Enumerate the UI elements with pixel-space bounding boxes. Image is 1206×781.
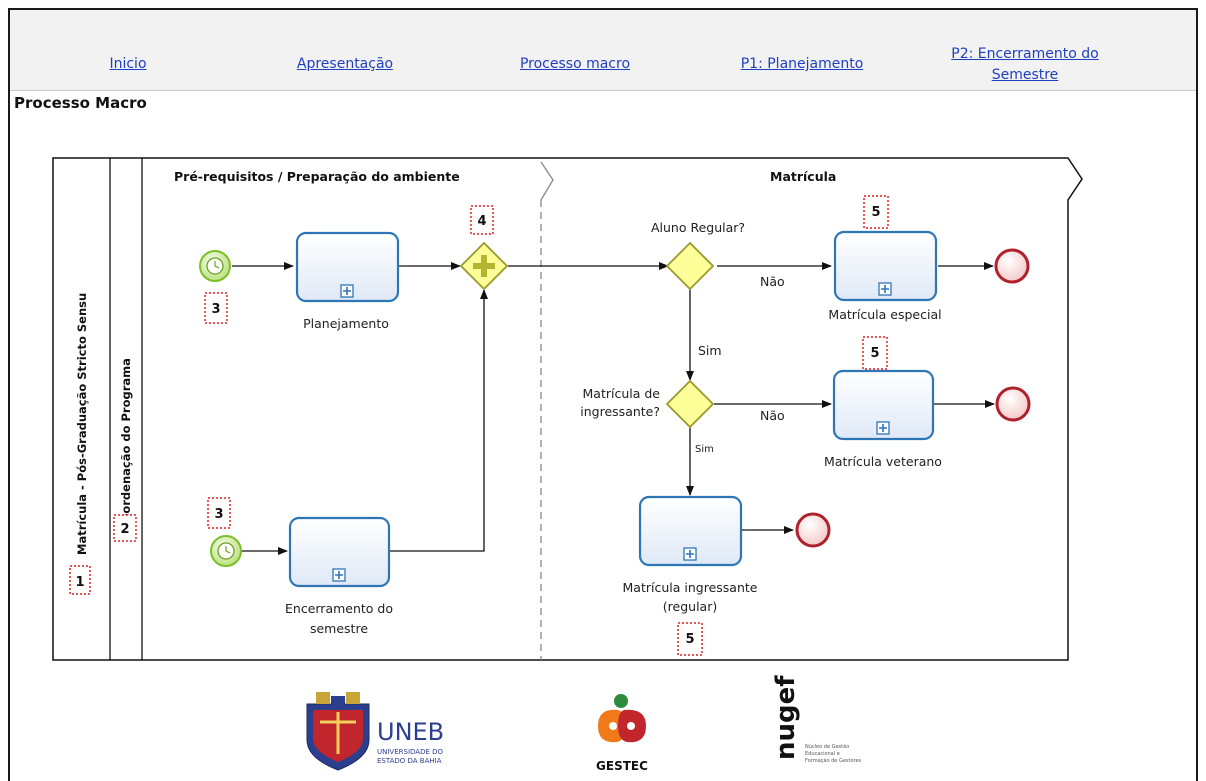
uneb-logo-title: UNEB — [377, 718, 444, 746]
gateway-aluno-regular — [665, 241, 715, 291]
marker-3: 3 — [207, 497, 231, 529]
top-navigation: Inicio Apresentação Processo macro P1: P… — [10, 10, 1196, 91]
sequence-flows — [232, 262, 995, 555]
marker-5: 5 — [862, 336, 888, 370]
phase-label-prerequisitos: Pré-requisitos / Preparação do ambiente — [174, 169, 460, 184]
marker-5: 5 — [677, 622, 703, 656]
marker-1: 1 — [69, 565, 91, 595]
marker-5: 5 — [863, 195, 889, 229]
uneb-logo-sub1: UNIVERSIDADE DO — [377, 748, 443, 756]
uneb-logo-sub2: ESTADO DA BAHIA — [377, 757, 442, 765]
task-matricula-especial[interactable] — [833, 230, 938, 302]
nugef-logo-text: nugef — [771, 675, 801, 760]
nav-link-p2-encerramento[interactable]: P2: Encerramento do Semestre — [930, 44, 1120, 86]
nav-link-apresentacao[interactable]: Apresentação — [296, 56, 394, 72]
flow-label-sim: Sim — [698, 343, 722, 358]
end-event — [994, 248, 1030, 284]
task-matricula-veterano[interactable] — [832, 369, 935, 441]
flow-label-nao: Não — [760, 408, 785, 423]
svg-text:5: 5 — [871, 205, 880, 220]
end-event — [795, 512, 831, 548]
label-matricula-ingressante-1: Matrícula ingressante — [623, 580, 758, 595]
nugef-logo: nugef Núcleo de Gestão Educacional e For… — [771, 675, 862, 764]
label-planejamento: Planejamento — [303, 316, 389, 331]
flow-label-nao: Não — [760, 274, 785, 289]
gestec-logo-text: GESTEC — [596, 759, 648, 773]
end-event — [995, 386, 1031, 422]
uneb-logo: UNEB UNIVERSIDADE DO ESTADO DA BAHIA — [306, 692, 444, 771]
label-encerramento-1: Encerramento do — [285, 601, 393, 616]
svg-text:5: 5 — [870, 346, 879, 361]
marker-4: 4 — [470, 205, 494, 235]
parallel-gateway — [459, 241, 509, 291]
gestec-logo: GESTEC — [596, 694, 648, 773]
label-gateway-ingressante-2: ingressante? — [580, 404, 660, 419]
svg-text:5: 5 — [685, 632, 694, 647]
nav-link-p2-line2: Semestre — [991, 67, 1059, 83]
label-aluno-regular: Aluno Regular? — [651, 220, 745, 235]
nav-link-processo-macro[interactable]: Processo macro — [519, 56, 631, 72]
nugef-logo-sub3: Formação de Gestores — [805, 758, 862, 764]
task-encerramento-semestre[interactable] — [288, 516, 391, 588]
phase-separator — [540, 161, 554, 201]
label-matricula-veterano: Matrícula veterano — [824, 454, 942, 469]
lane-label: Coordenação do Programa — [119, 358, 133, 530]
label-matricula-especial: Matrícula especial — [828, 307, 941, 322]
gateway-matricula-ingressante — [665, 379, 715, 429]
svg-text:1: 1 — [75, 575, 84, 590]
task-planejamento[interactable] — [295, 231, 400, 303]
nav-link-inicio[interactable]: Inicio — [109, 56, 147, 72]
pool-label: Matrícula - Pós-Graduação Stricto Sensu — [75, 293, 89, 555]
flow-label-sim: Sim — [695, 444, 714, 455]
svg-text:3: 3 — [211, 302, 220, 317]
start-timer-event — [199, 250, 231, 282]
svg-text:4: 4 — [477, 214, 486, 229]
nav-link-p1-planejamento[interactable]: P1: Planejamento — [740, 56, 864, 72]
nav-link-p2-line1: P2: Encerramento do — [951, 46, 1099, 62]
nugef-logo-sub1: Núcleo de Gestão — [805, 743, 849, 750]
window-frame — [8, 8, 1198, 781]
nugef-logo-sub2: Educacional e — [805, 751, 840, 757]
marker-3: 3 — [204, 292, 228, 324]
start-timer-event — [210, 535, 242, 567]
svg-text:2: 2 — [120, 522, 129, 537]
svg-text:3: 3 — [214, 507, 223, 522]
label-gateway-ingressante-1: Matrícula de — [583, 386, 661, 401]
label-matricula-ingressante-2: (regular) — [663, 599, 717, 614]
phase-label-matricula: Matrícula — [770, 169, 836, 184]
label-encerramento-2: semestre — [310, 621, 368, 636]
task-matricula-ingressante[interactable] — [638, 495, 743, 567]
page-title: Processo Macro — [14, 94, 147, 112]
marker-2: 2 — [113, 514, 137, 542]
